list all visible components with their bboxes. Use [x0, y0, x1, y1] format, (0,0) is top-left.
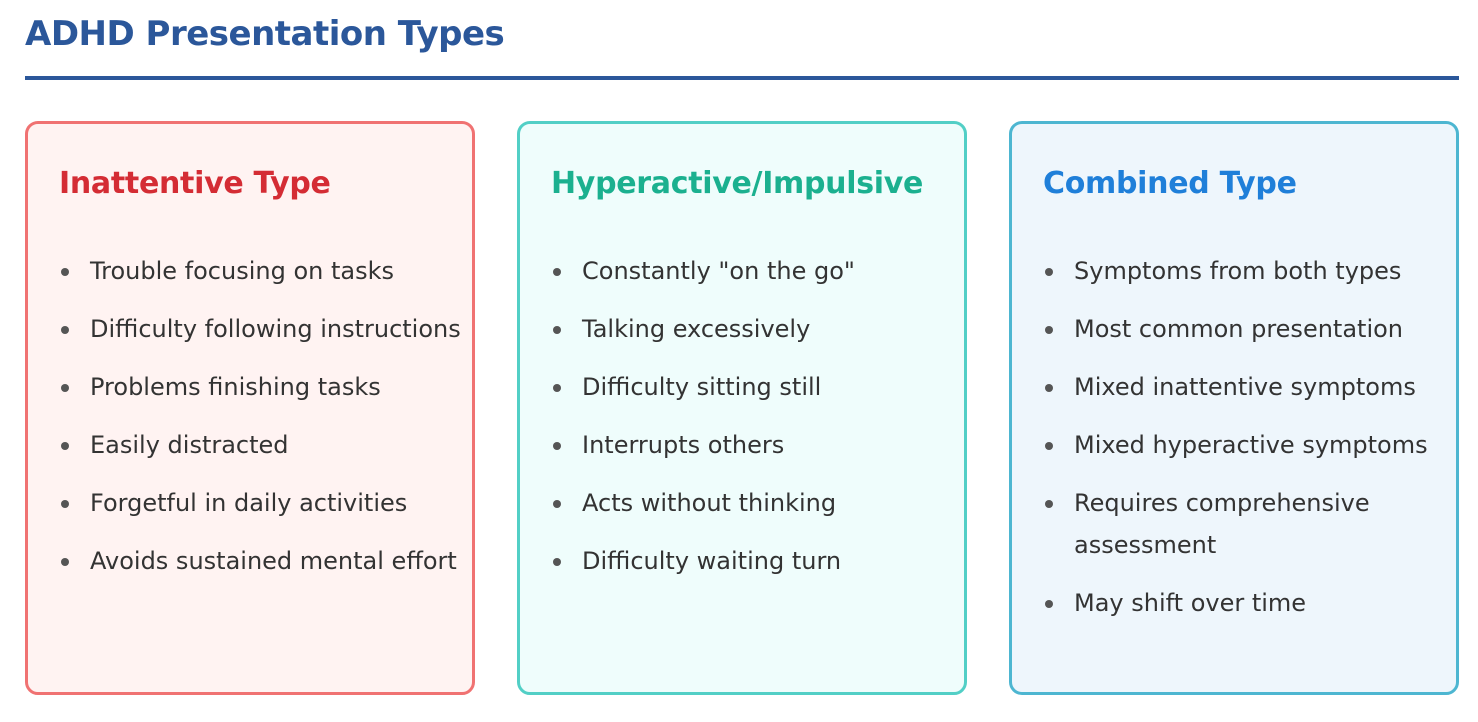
- symptom-list: Trouble focusing on tasks Difficulty fol…: [59, 250, 469, 598]
- list-item: Requires comprehensive assessment: [1043, 482, 1453, 566]
- list-item: Difficulty following instructions: [59, 308, 469, 350]
- list-item: Acts without thinking: [551, 482, 961, 524]
- list-item: Mixed inattentive symptoms: [1043, 366, 1453, 408]
- list-item: Talking excessively: [551, 308, 961, 350]
- list-item: Difficulty waiting turn: [551, 540, 961, 582]
- list-item: Symptoms from both types: [1043, 250, 1453, 292]
- card-title: Inattentive Type: [59, 166, 331, 201]
- list-item: Problems finishing tasks: [59, 366, 469, 408]
- card-hyperactive-impulsive: Hyperactive/Impulsive Constantly "on the…: [517, 121, 967, 695]
- list-item: Constantly "on the go": [551, 250, 961, 292]
- title-divider: [25, 76, 1459, 80]
- card-grid: Inattentive Type Trouble focusing on tas…: [25, 121, 1459, 695]
- card-combined: Combined Type Symptoms from both types M…: [1009, 121, 1459, 695]
- page-title: ADHD Presentation Types: [25, 14, 505, 54]
- list-item: Interrupts others: [551, 424, 961, 466]
- list-item: Avoids sustained mental effort: [59, 540, 469, 582]
- list-item: Mixed hyperactive symptoms: [1043, 424, 1453, 466]
- list-item: May shift over time: [1043, 582, 1453, 624]
- list-item: Difficulty sitting still: [551, 366, 961, 408]
- list-item: Easily distracted: [59, 424, 469, 466]
- card-title: Combined Type: [1043, 166, 1297, 201]
- list-item: Trouble focusing on tasks: [59, 250, 469, 292]
- card-title: Hyperactive/Impulsive: [551, 166, 924, 201]
- symptom-list: Constantly "on the go" Talking excessive…: [551, 250, 961, 598]
- list-item: Most common presentation: [1043, 308, 1453, 350]
- list-item: Forgetful in daily activities: [59, 482, 469, 524]
- symptom-list: Symptoms from both types Most common pre…: [1043, 250, 1453, 640]
- card-inattentive: Inattentive Type Trouble focusing on tas…: [25, 121, 475, 695]
